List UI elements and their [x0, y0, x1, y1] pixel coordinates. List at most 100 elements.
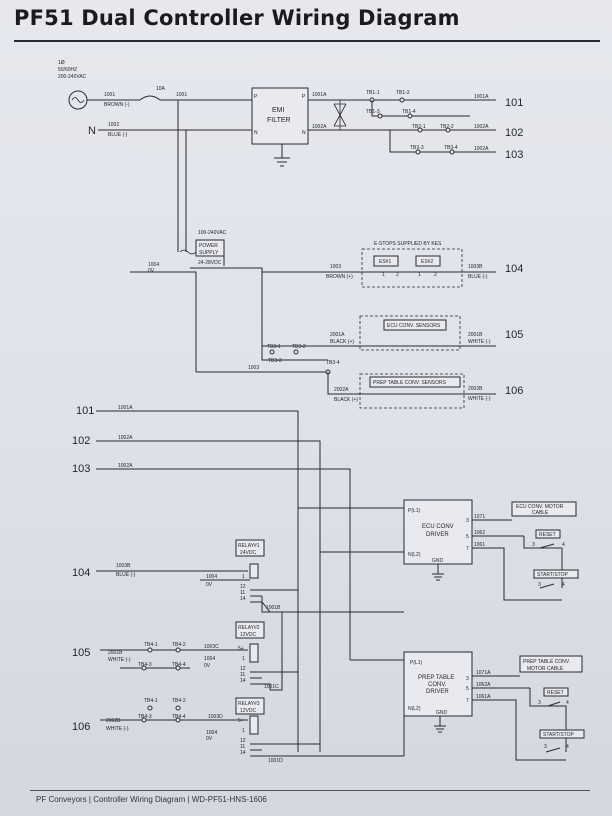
line-106-prep: 106	[505, 385, 523, 397]
emi-n-out: N	[302, 130, 306, 136]
ecu-driver: P(L1) ECU CONV DRIVER N(L2) GND 3 5 7 10…	[298, 499, 579, 601]
relay3-white: WHITE (-)	[106, 726, 129, 732]
prep-1061a: 1061A	[476, 694, 491, 700]
relay1-0v: 0V	[206, 582, 213, 588]
blue-label: BLUE (-)	[108, 132, 128, 138]
prep-startstop-4: 4	[566, 744, 569, 750]
ecu-white: WHITE (-)	[468, 339, 491, 345]
lower-1002a: 1002A	[118, 435, 133, 441]
relay3-terminal-2	[175, 705, 181, 711]
prep-driver-ground-icon	[434, 716, 446, 733]
ecu-motor-1: ECU CONV. MOTOR	[516, 504, 564, 510]
psu-label-2: SUPPLY	[199, 250, 219, 256]
ecu-startstop: START/STOP	[537, 572, 569, 578]
prep-startstop-3: 3	[544, 744, 547, 750]
line-104-relay: 104	[72, 567, 90, 579]
relay3-terminal-3	[141, 717, 147, 723]
ecu-driver-t5: 5	[466, 534, 469, 540]
voltage-label: 200-240VAC	[58, 74, 87, 80]
bus-103-wire	[96, 468, 351, 660]
prep-2002b: 2002B	[468, 386, 483, 392]
ecu-startstop-box	[533, 569, 579, 579]
es1-box	[373, 255, 399, 267]
relay1-1001b: 1001B	[266, 605, 281, 611]
ecu-startstop-3: 3	[538, 582, 541, 588]
tb1-2-label: TB1-2	[396, 90, 410, 96]
estop-brown: BROWN (+)	[326, 274, 353, 280]
phase-label: 1Ø	[58, 60, 65, 66]
relay1-pin12: 12	[240, 584, 246, 590]
relay2-terminal-3	[141, 665, 147, 671]
footer-rule	[30, 790, 590, 791]
psu-0v-wire	[130, 271, 328, 373]
relay1-out-wire	[261, 596, 404, 613]
relay2-0v: 0V	[204, 663, 211, 669]
prep-motor-1: PREP TABLE CONV.	[523, 659, 570, 665]
emi-out-1001a: 1001A	[312, 92, 327, 98]
bus-102-wire	[96, 440, 321, 752]
prep-white: WHITE (-)	[468, 396, 491, 402]
psu-label-1: POWER	[199, 243, 218, 249]
bus-1002a-2-label: 1002A	[474, 146, 489, 152]
prep-driver-nl2: N(L2)	[408, 706, 421, 712]
relay3-tb4-2: TB4-2	[172, 698, 186, 704]
es2-pin1: 1	[418, 272, 421, 278]
terminal-tb1-4	[407, 113, 413, 119]
estop-1003b: 1003B	[468, 264, 483, 270]
prep-1003: 1003	[248, 365, 259, 371]
relay1-1003b: 1003B	[116, 563, 131, 569]
wire-1002-label: 1002	[108, 122, 119, 128]
relay1-blue: BLUE (-)	[116, 572, 136, 578]
ecu-sensors-dashed-box	[359, 315, 461, 351]
relay2-title-1: RELAY#2	[238, 625, 260, 631]
ecu-reset-switch-icon	[523, 536, 562, 549]
prep-driver-outputs	[472, 675, 567, 761]
relay1-box	[235, 539, 265, 557]
line-103-top: 103	[505, 149, 523, 161]
tb3-3-top-label: TB3-3	[410, 145, 424, 151]
prep-reset-3: 3	[538, 700, 541, 706]
prep-driver: P(L1) PREP TABLE CONV. DRIVER N(L2) GND …	[350, 651, 585, 761]
terminal-tb1-3	[377, 113, 383, 119]
relay-1-circuit: 104 RELAY#1 24VDC 1003B BLUE (-) 1004 0V…	[72, 539, 404, 613]
ecu-1061: 1061	[474, 542, 485, 548]
relay-3-circuit: 106 RELAY#3 12VDC TB4-1 TB4-2 2002B WHIT…	[72, 697, 404, 764]
estops-title: E-STOPS SUPPLIED BY KES	[374, 241, 442, 247]
ecu-1062: 1062	[474, 530, 485, 536]
prep-sensors-dashed-box	[359, 373, 465, 409]
prep-1071a: 1071A	[476, 670, 491, 676]
psu-output: 24-28VDC	[198, 260, 222, 266]
emi-p-in: P	[254, 94, 258, 100]
relay2-pin12: 12	[240, 666, 246, 672]
ecu-driver-outputs	[472, 519, 563, 601]
fuse-rating: 10A	[156, 86, 166, 92]
prep-driver-t3: 3	[466, 676, 469, 682]
terminal-tb3-3	[415, 149, 421, 155]
line-102-lower: 102	[72, 435, 90, 447]
terminal-tb2-1	[417, 127, 423, 133]
relay2-pin1: 1	[242, 656, 245, 662]
line-105-relay: 105	[72, 647, 90, 659]
ecu-driver-feed	[298, 507, 404, 553]
sine-wave-icon	[71, 97, 85, 103]
line-104-estop: 104	[505, 263, 523, 275]
relay2-pin14: 14	[240, 678, 246, 684]
lower-1001a: 1001A	[118, 405, 133, 411]
relay3-0v: 0V	[206, 736, 213, 742]
prep-driver-pl1: P(L1)	[410, 660, 423, 666]
relay2-terminal-2	[175, 647, 181, 653]
relay2-1003c: 1003C	[204, 644, 219, 650]
prep-1062a: 1062A	[476, 682, 491, 688]
terminal-blocks-top: TB1-1 TB1-2 TB1-3 TB1-4 TB2-1 TB2-2 TB3-…	[366, 90, 523, 161]
relay3-terminal-1	[147, 705, 153, 711]
relay3-box	[235, 697, 265, 715]
prep-driver-feed	[350, 659, 405, 756]
ecu-reset-3: 3	[532, 542, 535, 548]
bus-101-wire	[96, 410, 299, 752]
relay3-coil-icon	[249, 715, 259, 735]
ecu-motor-cable-box	[511, 501, 577, 517]
relay2-pin11: 11	[240, 672, 245, 678]
emi-filter-box	[251, 87, 309, 145]
ecu-driver-t3: 3	[466, 518, 469, 524]
prep-black: BLACK (+)	[334, 397, 358, 403]
